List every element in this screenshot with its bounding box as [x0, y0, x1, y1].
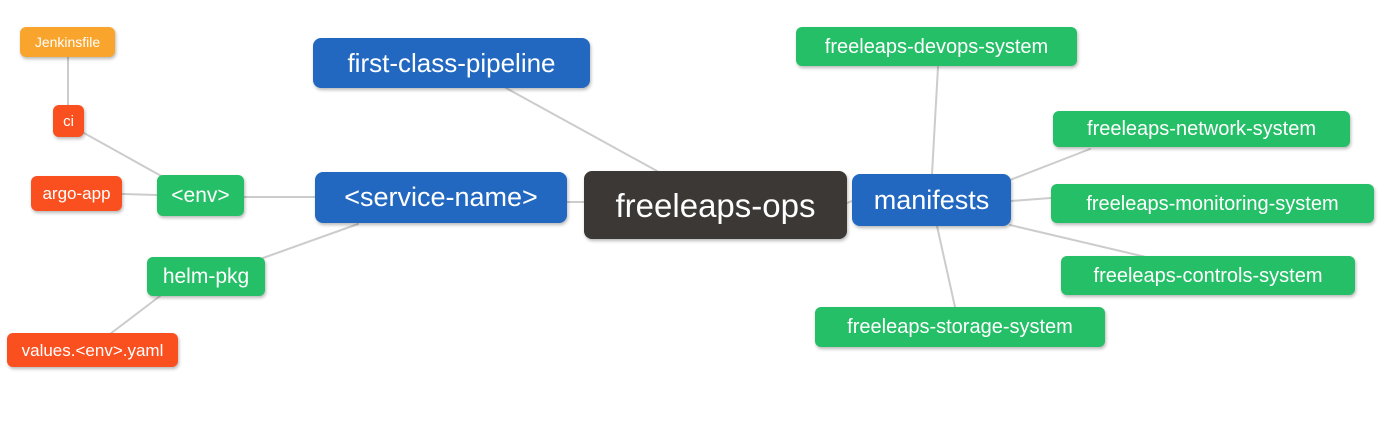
node-argo-app[interactable]: argo-app [31, 176, 122, 211]
edge-manifests-network [1009, 148, 1091, 181]
edge-argo-app-env [121, 193, 158, 196]
node-manifests[interactable]: manifests [852, 174, 1011, 226]
edge-ci-env [83, 132, 164, 178]
edge-manifests-storage [936, 225, 956, 308]
edge-manifests-monitoring [1010, 197, 1052, 202]
node-freeleaps-network-system[interactable]: freeleaps-network-system [1053, 111, 1350, 147]
node-helm-pkg[interactable]: helm-pkg [147, 257, 265, 296]
node-freeleaps-monitoring-system[interactable]: freeleaps-monitoring-system [1051, 184, 1374, 223]
node-service-name[interactable]: <service-name> [315, 172, 567, 223]
edge-pipeline-ops [505, 87, 658, 172]
node-freeleaps-devops-system[interactable]: freeleaps-devops-system [796, 27, 1077, 66]
node-ci[interactable]: ci [53, 105, 84, 137]
node-first-class-pipeline[interactable]: first-class-pipeline [313, 38, 590, 88]
edge-manifests-controls [1009, 224, 1151, 259]
edge-manifests-devops [931, 66, 939, 175]
node-freeleaps-ops-root[interactable]: freeleaps-ops [584, 171, 847, 239]
node-freeleaps-storage-system[interactable]: freeleaps-storage-system [815, 307, 1105, 347]
node-values-env-yaml[interactable]: values.<env>.yaml [7, 333, 178, 367]
edge-values-helm-pkg [109, 295, 161, 335]
edge-ops-manifests [846, 200, 853, 204]
edge-helm-pkg-service-name [262, 223, 359, 259]
node-freeleaps-controls-system[interactable]: freeleaps-controls-system [1061, 256, 1355, 295]
node-env[interactable]: <env> [157, 175, 244, 216]
node-jenkinsfile[interactable]: Jenkinsfile [20, 27, 115, 57]
